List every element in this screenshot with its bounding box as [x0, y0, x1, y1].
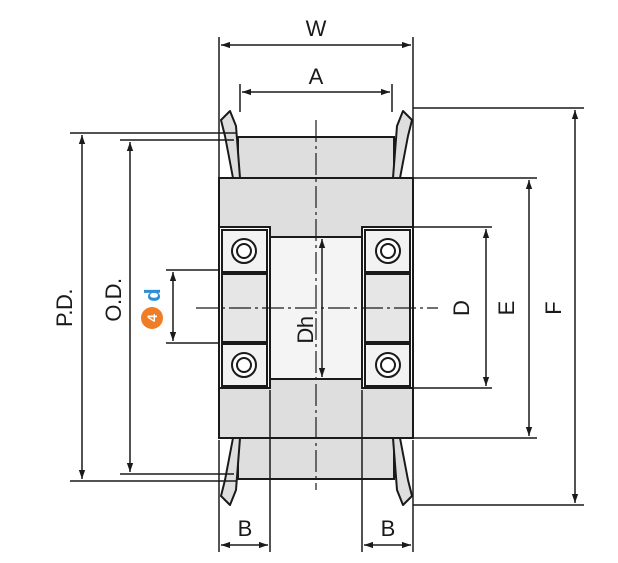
label-W: W: [306, 16, 327, 41]
label-OD: O.D.: [101, 278, 126, 321]
label-F: F: [541, 301, 566, 314]
label-A: A: [309, 64, 324, 89]
label-D: D: [449, 300, 474, 316]
extension-lines: [70, 37, 584, 552]
badge-number: 4: [144, 314, 160, 322]
label-B-left: B: [238, 516, 253, 541]
flanges: [220, 110, 413, 506]
bore-d-badge: 4 d: [140, 288, 165, 329]
badge-letter: d: [140, 288, 165, 301]
center-lines: [196, 120, 438, 490]
bearing-left: [218, 226, 271, 389]
label-PD: P.D.: [52, 289, 77, 327]
label-E: E: [494, 301, 519, 316]
dimension-lines: [78, 41, 579, 549]
label-B-right: B: [381, 516, 396, 541]
label-Dh: Dh: [293, 316, 318, 343]
badge-circle: [141, 307, 163, 329]
